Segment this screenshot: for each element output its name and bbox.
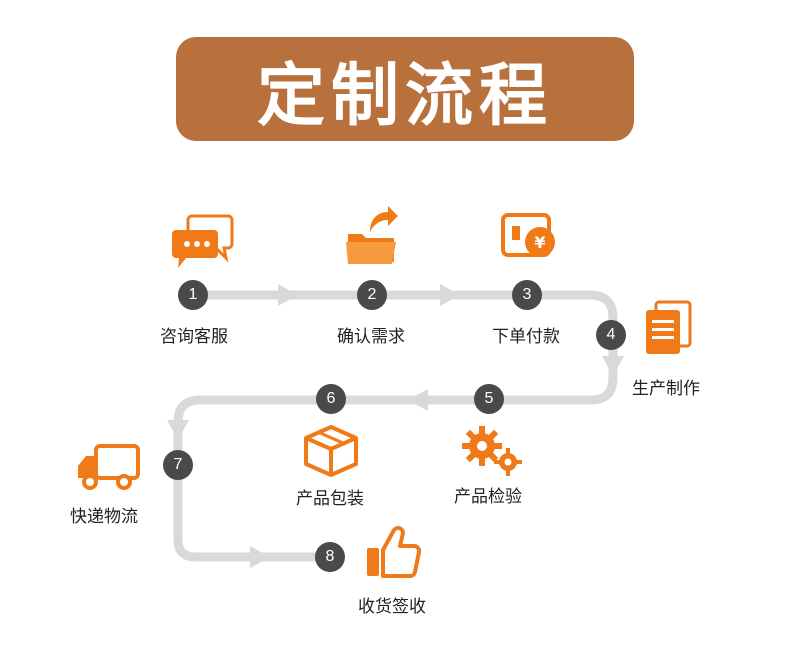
step-7-badge: 7 <box>163 450 193 480</box>
step-3-label: 下单付款 <box>492 327 560 347</box>
documents-icon <box>642 300 694 362</box>
step-8-label: 收货签收 <box>358 597 426 617</box>
box-icon <box>302 424 360 482</box>
page-title: 定制流程 <box>256 56 553 136</box>
wallet-yen-icon: ¥ <box>500 212 560 266</box>
truck-icon <box>74 442 142 496</box>
folder-share-icon <box>344 204 400 270</box>
step-2-label: 确认需求 <box>337 327 405 347</box>
step-5-badge: 5 <box>474 384 504 414</box>
title-banner: 定制流程 <box>176 37 634 141</box>
chat-bubbles-icon <box>172 212 234 274</box>
thumbs-up-icon <box>364 524 422 584</box>
step-8-badge: 8 <box>315 542 345 572</box>
step-1-badge: 1 <box>178 280 208 310</box>
step-6-label: 产品包装 <box>296 489 364 509</box>
step-2-badge: 2 <box>357 280 387 310</box>
step-4-badge: 4 <box>596 320 626 350</box>
step-7-label: 快递物流 <box>70 507 138 527</box>
step-1-label: 咨询客服 <box>160 327 228 347</box>
gears-icon <box>460 424 526 480</box>
flow-arrows <box>167 284 624 568</box>
svg-text:¥: ¥ <box>534 233 545 252</box>
step-6-badge: 6 <box>316 384 346 414</box>
step-3-badge: 3 <box>512 280 542 310</box>
step-5-label: 产品检验 <box>454 487 522 507</box>
step-4-label: 生产制作 <box>632 379 700 399</box>
